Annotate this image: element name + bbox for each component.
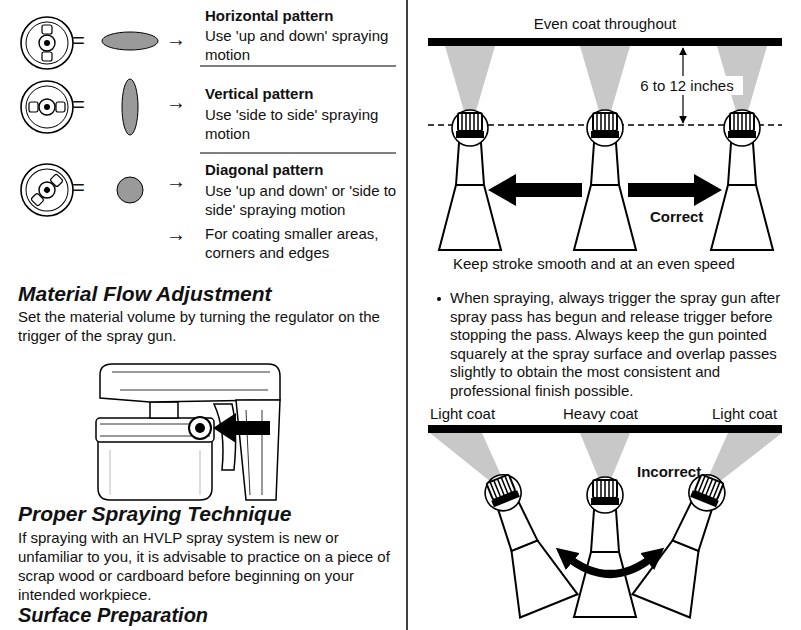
drawing-part bbox=[632, 464, 742, 617]
drawing-part bbox=[236, 400, 280, 500]
gun-illustration bbox=[96, 364, 280, 500]
pattern-note: Use 'side to side' spraying motion bbox=[205, 105, 397, 143]
status-label: Correct bbox=[650, 207, 740, 226]
body-text: When spraying, always trigger the spray … bbox=[450, 289, 790, 400]
drawing-part bbox=[21, 17, 73, 69]
section-heading: Proper Spraying Technique bbox=[18, 501, 398, 527]
coat-label: Light coat bbox=[712, 404, 792, 423]
pattern-note: Use 'up and down' spraying motion bbox=[205, 26, 397, 64]
spray-surface bbox=[428, 425, 782, 433]
vertical-pattern bbox=[122, 79, 138, 135]
drawing-part bbox=[98, 440, 212, 500]
drawing-part bbox=[100, 364, 280, 402]
row-rule bbox=[200, 153, 396, 154]
section-heading: Surface Preparation bbox=[18, 603, 398, 627]
dimension-label: 6 to 12 inches bbox=[631, 76, 743, 95]
drawing-part bbox=[96, 418, 214, 442]
arrow-symbol: → bbox=[166, 90, 196, 114]
caption-text: Even coat throughout bbox=[440, 14, 770, 33]
body-text: If spraying with an HVLP spray system is… bbox=[18, 528, 402, 604]
drawing-part bbox=[580, 46, 630, 118]
drawing-part bbox=[189, 417, 211, 439]
equals-sign: = bbox=[72, 28, 94, 54]
status-label: Incorrect bbox=[637, 462, 727, 481]
caption-text: Keep stroke smooth and at an even speed bbox=[453, 254, 788, 273]
swing-arrow bbox=[566, 556, 654, 574]
drawing-part bbox=[110, 450, 200, 495]
horizontal-pattern bbox=[102, 32, 158, 50]
pattern-heading: Vertical pattern bbox=[205, 84, 400, 103]
drawing-part bbox=[213, 413, 270, 443]
section-heading: Material Flow Adjustment bbox=[18, 281, 398, 307]
drawing-part bbox=[439, 110, 501, 250]
drawing-part bbox=[574, 110, 636, 250]
equals-sign: = bbox=[72, 175, 94, 201]
drawing-part bbox=[195, 423, 205, 433]
equals-sign: = bbox=[72, 92, 94, 118]
motion-arrow bbox=[628, 174, 722, 206]
pattern-note: Use 'up and down' or 'side to side' spra… bbox=[205, 181, 397, 219]
pattern-heading: Horizontal pattern bbox=[205, 6, 400, 25]
drawing-part bbox=[468, 464, 578, 617]
body-text: Set the material volume by turning the r… bbox=[18, 307, 400, 345]
bullet bbox=[437, 297, 441, 301]
drawing-part bbox=[711, 110, 773, 250]
arrow-symbol: → bbox=[166, 27, 196, 51]
pattern-heading: Diagonal pattern bbox=[205, 160, 400, 179]
drawing-part bbox=[21, 81, 73, 133]
spray-cone bbox=[445, 46, 767, 118]
arrow-symbol: → bbox=[166, 169, 196, 193]
coat-label: Heavy coat bbox=[563, 404, 658, 423]
arrow-symbol: → bbox=[166, 222, 196, 246]
spray-surface bbox=[428, 38, 782, 46]
pattern-note: For coating smaller areas, corners and e… bbox=[205, 224, 397, 262]
coat-label: Light coat bbox=[430, 404, 520, 423]
drawing-part bbox=[445, 46, 495, 118]
drawing-part bbox=[150, 402, 178, 418]
drawing-part bbox=[112, 372, 270, 390]
round-pattern bbox=[117, 177, 143, 203]
drawing-part bbox=[574, 477, 636, 617]
row-rule bbox=[200, 66, 396, 67]
motion-arrow bbox=[488, 174, 582, 206]
column-divider bbox=[406, 0, 408, 630]
